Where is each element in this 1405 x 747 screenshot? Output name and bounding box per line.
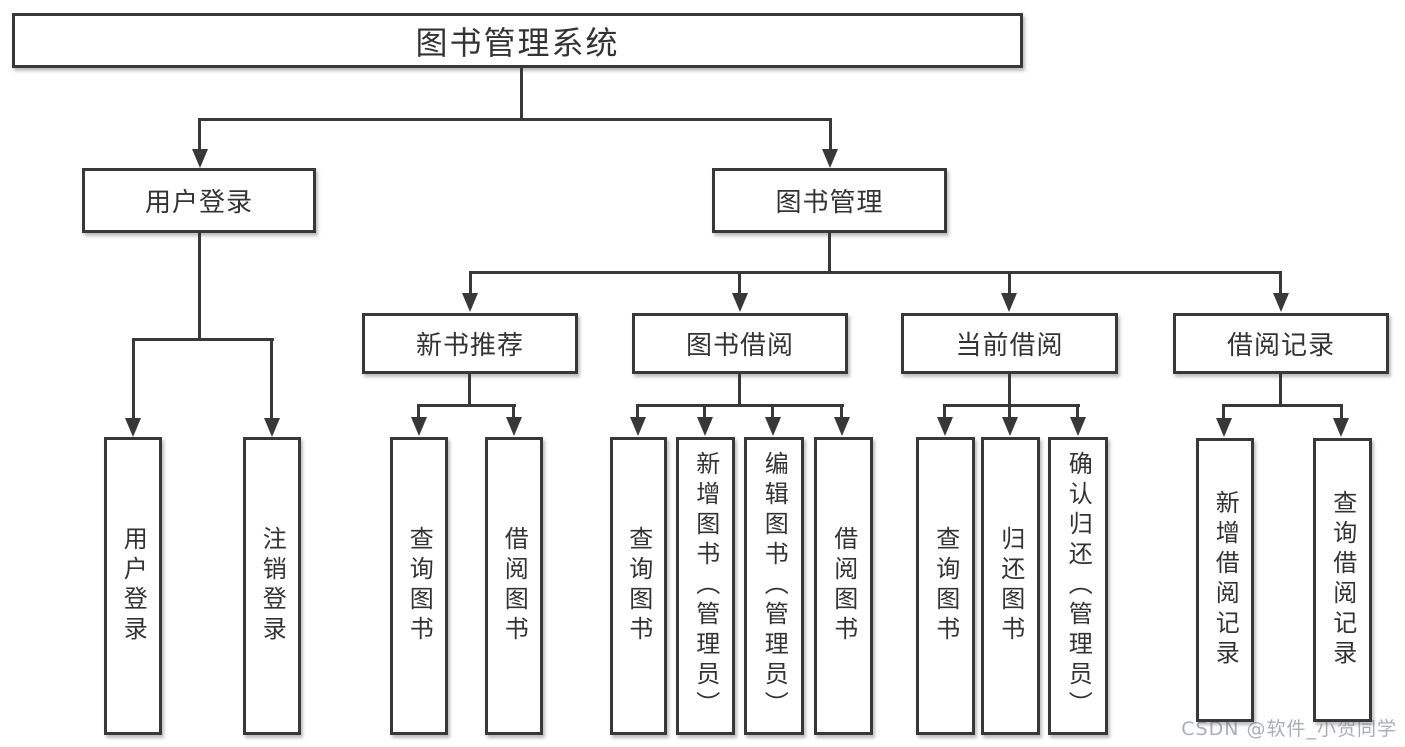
arrow-down-icon [630, 417, 646, 436]
connector-line [829, 118, 832, 152]
connector-line [469, 271, 472, 297]
connector-line [469, 271, 1282, 274]
leaf-query-books-borrow: 查询图书 [610, 437, 667, 735]
connector-line [1279, 271, 1282, 297]
book-management-box: 图书管理 [712, 168, 947, 233]
arrow-down-icon [264, 418, 280, 437]
arrow-down-icon [1001, 293, 1017, 312]
arrow-down-icon [1273, 293, 1289, 312]
leaf-query-books-current: 查询图书 [916, 437, 975, 735]
connector-line [468, 374, 471, 406]
arrow-down-icon [822, 149, 838, 168]
arrow-down-icon [834, 417, 850, 436]
connector-line [1222, 404, 1343, 407]
arrow-down-icon [1002, 417, 1018, 436]
arrow-down-icon [765, 417, 781, 436]
root-system-box: 图书管理系统 [12, 13, 1023, 68]
arrow-down-icon [937, 417, 953, 436]
borrow-records-box: 借阅记录 [1173, 313, 1389, 374]
leaf-confirm-return-admin: 确认归还（管理员） [1048, 437, 1108, 735]
leaf-return-book: 归还图书 [981, 437, 1040, 735]
connector-line [198, 118, 201, 152]
arrow-down-icon [411, 417, 427, 436]
arrow-down-icon [1333, 418, 1349, 437]
connector-line [198, 118, 832, 121]
connector-line [943, 404, 946, 420]
connector-line [198, 233, 201, 340]
arrow-down-icon [462, 293, 478, 312]
arrow-down-icon [1070, 417, 1086, 436]
connector-line [417, 404, 420, 420]
connector-line [132, 338, 135, 420]
connector-line [1340, 404, 1343, 421]
current-borrow-box: 当前借阅 [901, 313, 1118, 374]
connector-line [1008, 404, 1011, 420]
leaf-user-login: 用户登录 [104, 437, 162, 735]
connector-line [417, 404, 516, 407]
connector-line [738, 271, 741, 297]
leaf-query-borrow-record: 查询借阅记录 [1313, 438, 1372, 722]
connector-line [636, 404, 639, 420]
leaf-borrow-books-recommend: 借阅图书 [485, 437, 543, 735]
leaf-add-book-admin: 新增图书（管理员） [676, 437, 735, 735]
leaf-query-books-recommend: 查询图书 [390, 437, 448, 735]
connector-line [132, 338, 274, 341]
connector-line [828, 233, 831, 273]
leaf-add-borrow-record: 新增借阅记录 [1196, 438, 1254, 722]
arrow-down-icon [125, 418, 141, 437]
arrow-down-icon [1216, 418, 1232, 437]
connector-line [943, 404, 1080, 407]
connector-line [270, 338, 273, 420]
arrow-down-icon [697, 417, 713, 436]
user-login-box: 用户登录 [82, 168, 316, 233]
arrow-down-icon [506, 417, 522, 436]
arrow-down-icon [192, 149, 208, 168]
connector-line [636, 404, 844, 407]
leaf-edit-book-admin: 编辑图书（管理员） [744, 437, 804, 735]
connector-line [1222, 404, 1225, 421]
connector-line [1279, 374, 1282, 406]
csdn-watermark: CSDN @软件_小贺同学 [1181, 718, 1397, 740]
connector-line [1008, 374, 1011, 406]
connector-line [520, 68, 523, 121]
connector-line [512, 404, 515, 420]
connector-line [840, 404, 843, 420]
leaf-borrow-books-borrow: 借阅图书 [814, 437, 873, 735]
connector-line [703, 404, 706, 420]
new-book-recommend-box: 新书推荐 [362, 313, 578, 374]
connector-line [738, 374, 741, 406]
arrow-down-icon [732, 293, 748, 312]
connector-line [1076, 404, 1079, 420]
connector-line [771, 404, 774, 420]
connector-line [1008, 271, 1011, 297]
leaf-logout: 注销登录 [243, 437, 301, 735]
book-borrow-box: 图书借阅 [632, 313, 848, 374]
